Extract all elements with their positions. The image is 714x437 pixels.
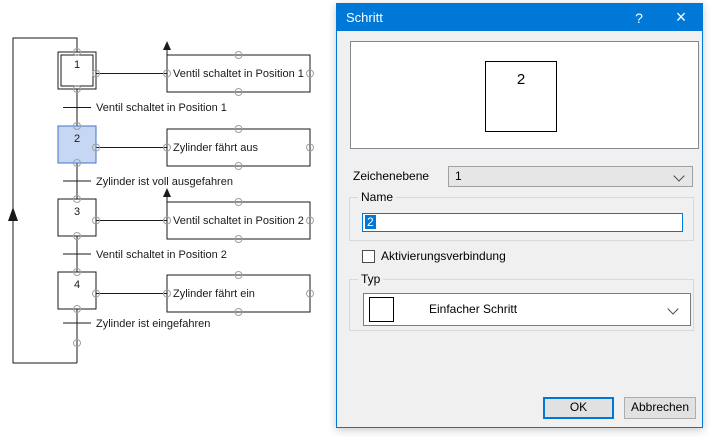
- connection-handle: [234, 235, 243, 243]
- connection-handle: [234, 162, 243, 170]
- connection-handle: [73, 232, 81, 240]
- step-preview-box: 2: [485, 61, 557, 132]
- transition-4[interactable]: Zylinder ist eingefahren: [63, 318, 210, 330]
- connection-handle: [163, 69, 171, 78]
- step-1[interactable]: 1: [57, 48, 100, 93]
- connection-handle: [73, 159, 81, 167]
- connection-handle: [163, 216, 171, 225]
- connection-handle: [73, 195, 81, 203]
- cancel-button[interactable]: Abbrechen: [624, 397, 696, 419]
- simple-step-icon: [369, 297, 394, 322]
- aktivierungsverbindung-checkbox[interactable]: [362, 250, 375, 263]
- connection-handle: [234, 271, 243, 279]
- connection-handle: [306, 69, 314, 78]
- chevron-down-icon: [673, 170, 685, 182]
- step-4-number: 4: [74, 279, 80, 291]
- zeichenebene-value: 1: [455, 169, 462, 183]
- action-4-label: Zylinder fährt ein: [173, 288, 255, 300]
- name-group-label: Name: [358, 190, 397, 204]
- connection-handle: [73, 48, 81, 56]
- chevron-down-icon: [667, 303, 679, 315]
- action-3[interactable]: Ventil schaltet in Position 2: [163, 188, 314, 243]
- aktivierungsverbindung-label[interactable]: Aktivierungsverbindung: [381, 249, 506, 263]
- connection-handle: [306, 289, 314, 298]
- transition-4-label: Zylinder ist eingefahren: [96, 318, 210, 330]
- typ-value: Einfacher Schritt: [429, 302, 518, 316]
- action-3-label: Ventil schaltet in Position 2: [173, 215, 304, 227]
- step-2-number: 2: [74, 133, 80, 145]
- connection-handle: [306, 143, 314, 152]
- name-groupbox: Name: [349, 190, 694, 241]
- connection-handle: [234, 125, 243, 133]
- action-1[interactable]: Ventil schaltet in Position 1: [163, 41, 314, 96]
- connection-handle: [73, 339, 81, 347]
- typ-select[interactable]: Einfacher Schritt: [363, 293, 691, 326]
- connection-handle: [73, 268, 81, 276]
- connection-handle: [163, 289, 171, 298]
- name-input-value: 2: [365, 215, 376, 229]
- action-2[interactable]: Zylinder fährt aus: [163, 125, 314, 170]
- connection-handle: [163, 143, 171, 152]
- action-up-arrow: [163, 188, 171, 197]
- typ-groupbox: Typ: [349, 272, 694, 331]
- zeichenebene-label: Zeichenebene: [353, 169, 430, 183]
- connection-handle: [92, 289, 100, 298]
- action-up-arrow: [163, 41, 171, 50]
- connection-handle: [234, 198, 243, 206]
- connection-handle: [234, 308, 243, 316]
- step-2[interactable]: 2: [57, 122, 100, 167]
- connection-handle: [73, 305, 81, 313]
- action-2-label: Zylinder fährt aus: [173, 142, 258, 154]
- connection-handle: [234, 51, 243, 59]
- dialog-title: Schritt: [346, 10, 383, 25]
- zeichenebene-select[interactable]: 1: [448, 166, 693, 187]
- transition-2[interactable]: Zylinder ist voll ausgefahren: [63, 176, 233, 188]
- connection-handle: [92, 216, 100, 225]
- loop-line: [12, 37, 78, 364]
- connection-handle: [92, 143, 100, 152]
- step-3-number: 3: [74, 206, 80, 218]
- connection-handle: [234, 88, 243, 96]
- step-4[interactable]: 4: [57, 268, 100, 313]
- step-1-number: 1: [74, 59, 80, 71]
- transition-1[interactable]: Ventil schaltet in Position 1: [63, 102, 227, 114]
- transition-1-label: Ventil schaltet in Position 1: [96, 102, 227, 114]
- connection-handle: [306, 216, 314, 225]
- connection-handle: [92, 69, 100, 78]
- action-1-label: Ventil schaltet in Position 1: [173, 68, 304, 80]
- close-icon[interactable]: ×: [675, 7, 687, 27]
- transition-2-label: Zylinder ist voll ausgefahren: [96, 176, 233, 188]
- step-3[interactable]: 3: [57, 195, 100, 240]
- grafcet-diagram: 1 2 3 4 Ventil schaltet in Position 1 Zy…: [8, 37, 314, 364]
- name-input[interactable]: 2: [362, 213, 683, 232]
- loop-up-arrow: [8, 207, 18, 221]
- step-preview-panel: 2: [350, 41, 699, 149]
- connection-handle: [73, 85, 81, 93]
- transition-3-label: Ventil schaltet in Position 2: [96, 249, 227, 261]
- help-icon[interactable]: ?: [635, 9, 643, 26]
- schritt-dialog: Schritt ? × 2 Zeichenebene 1 Name 2 Akti…: [336, 3, 703, 428]
- connection-handle: [73, 122, 81, 130]
- dialog-titlebar[interactable]: Schritt ? ×: [337, 4, 702, 31]
- ok-button[interactable]: OK: [543, 397, 614, 419]
- typ-group-label: Typ: [358, 272, 384, 286]
- transition-3[interactable]: Ventil schaltet in Position 2: [63, 249, 227, 261]
- action-4[interactable]: Zylinder fährt ein: [163, 271, 314, 316]
